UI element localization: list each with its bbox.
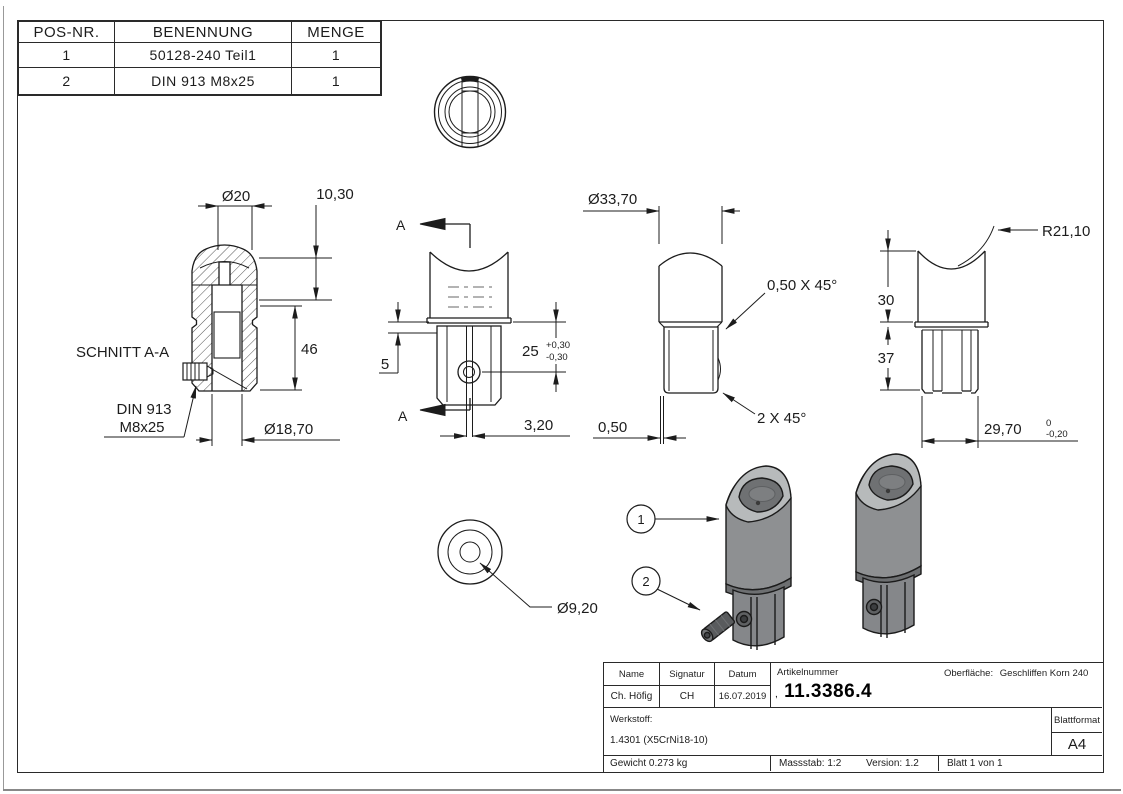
bom-row2-pos: 2 [19, 68, 115, 94]
titleblock-datum-label: Datum [715, 663, 771, 686]
iso-part-2 [855, 453, 922, 638]
titleblock-werkstoff-value: 1.4301 (X5CrNi18-10) [610, 735, 708, 746]
dim-29-70-tol-upper: 0 [1046, 418, 1051, 429]
section-arrow-label-top: A [396, 217, 406, 233]
view-schnitt-aa [104, 203, 340, 446]
bom-header-menge: MENGE [292, 22, 380, 43]
dim-25-tol-plus: +0,30 [546, 340, 570, 351]
dim-25-tol-minus: -0,30 [546, 352, 568, 363]
titleblock-massstab-cell: Massstab: 1:2 Version: 1.2 [771, 756, 939, 771]
view-top-circle [433, 75, 507, 149]
dim-dia-9-20: Ø9,20 [557, 600, 598, 617]
dim-5: 5 [381, 356, 389, 373]
iso-view-assembly [700, 453, 922, 650]
bom-row1-benennung: 50128-240 Teil1 [115, 43, 292, 68]
titleblock-version: Version: 1.2 [866, 758, 919, 769]
section-title: SCHNITT A-A [76, 344, 169, 361]
dim-chamfer-0-50: 0,50 X 45° [767, 277, 837, 294]
titleblock-artikelnummer-label: Artikelnummer [777, 667, 839, 678]
iso-set-screw [700, 611, 736, 643]
bom-table: POS-NR. BENENNUNG MENGE 1 50128-240 Teil… [17, 20, 382, 96]
section-arrow-bottom [419, 398, 471, 417]
dim-29-70-tol-lower: -0,20 [1046, 429, 1068, 440]
dim-30: 30 [878, 292, 895, 309]
titleblock-signatur-label: Signatur [660, 663, 715, 686]
titleblock-gewicht: Gewicht 0.273 kg [604, 756, 771, 771]
dim-chamfer-2: 2 X 45° [757, 410, 806, 427]
drawing-frame [17, 20, 1104, 773]
bom-row1-pos: 1 [19, 43, 115, 68]
titleblock-massstab: Massstab: 1:2 [779, 758, 842, 769]
bom-header-benennung: BENENNUNG [115, 22, 292, 43]
titleblock-artikelnummer-cell: Artikelnummer , 11.3386.4 Oberfläche: Ge… [771, 663, 1102, 708]
iso-part-1 [725, 465, 792, 650]
titleblock-blattformat-label: Blattformat [1052, 708, 1102, 733]
titleblock-artikelnummer-prefix: , [775, 689, 779, 700]
set-screw-section [182, 362, 214, 381]
titleblock-name-value: Ch. Höfig [604, 686, 660, 708]
dim-dia-20: Ø20 [222, 188, 250, 205]
balloon-1 [626, 504, 720, 534]
view-right [880, 225, 1078, 448]
balloon-1-label: 1 [637, 512, 644, 527]
dim-r-21-10: R21,10 [1042, 223, 1090, 240]
title-block: Name Signatur Datum Artikelnummer , 11.3… [603, 662, 1104, 773]
section-arrow-top [419, 217, 471, 248]
section-arrow-label-bottom: A [398, 408, 408, 424]
titleblock-oberflaeche-label: Oberfläche: [944, 668, 994, 679]
din-note-line2: M8x25 [119, 419, 164, 436]
titleblock-oberflaeche-value: Geschliffen Korn 240 [999, 668, 1089, 679]
balloon-2 [631, 566, 701, 611]
bom-row1-menge: 1 [292, 43, 380, 68]
dim-37: 37 [878, 350, 895, 367]
titleblock-signatur-value: CH [660, 686, 715, 708]
din-note-line1: DIN 913 [116, 401, 171, 418]
view-front [379, 217, 570, 439]
titleblock-blatt: Blatt 1 von 1 [947, 758, 1003, 769]
page-edge-bottom [3, 789, 1121, 791]
view-side [583, 206, 766, 444]
page-edge-left [3, 6, 4, 790]
bom-row2-menge: 1 [331, 73, 341, 89]
dim-29-70: 29,70 [984, 421, 1022, 438]
titleblock-artikelnummer-value: 11.3386.4 [784, 681, 873, 702]
dim-25: 25 [522, 343, 539, 360]
view-bottom-circle [437, 519, 552, 608]
bom-header-pos: POS-NR. [19, 22, 115, 43]
dim-dia-18-70: Ø18,70 [264, 421, 313, 438]
dim-10-30: 10,30 [316, 186, 354, 203]
dim-0-50: 0,50 [598, 419, 627, 436]
titleblock-name-label: Name [604, 663, 660, 686]
dim-46: 46 [301, 341, 318, 358]
titleblock-blattformat-value: A4 [1052, 733, 1102, 756]
bom-row2-benennung: DIN 913 M8x25 [115, 68, 292, 94]
balloon-2-label: 2 [642, 574, 649, 589]
titleblock-werkstoff-cell: Werkstoff: 1.4301 (X5CrNi18-10) [604, 708, 1052, 756]
titleblock-datum-value: 16.07.2019 [715, 686, 771, 708]
dim-dia-33-70: Ø33,70 [588, 191, 637, 208]
titleblock-werkstoff-label: Werkstoff: [610, 714, 653, 725]
dim-3-20: 3,20 [524, 417, 553, 434]
